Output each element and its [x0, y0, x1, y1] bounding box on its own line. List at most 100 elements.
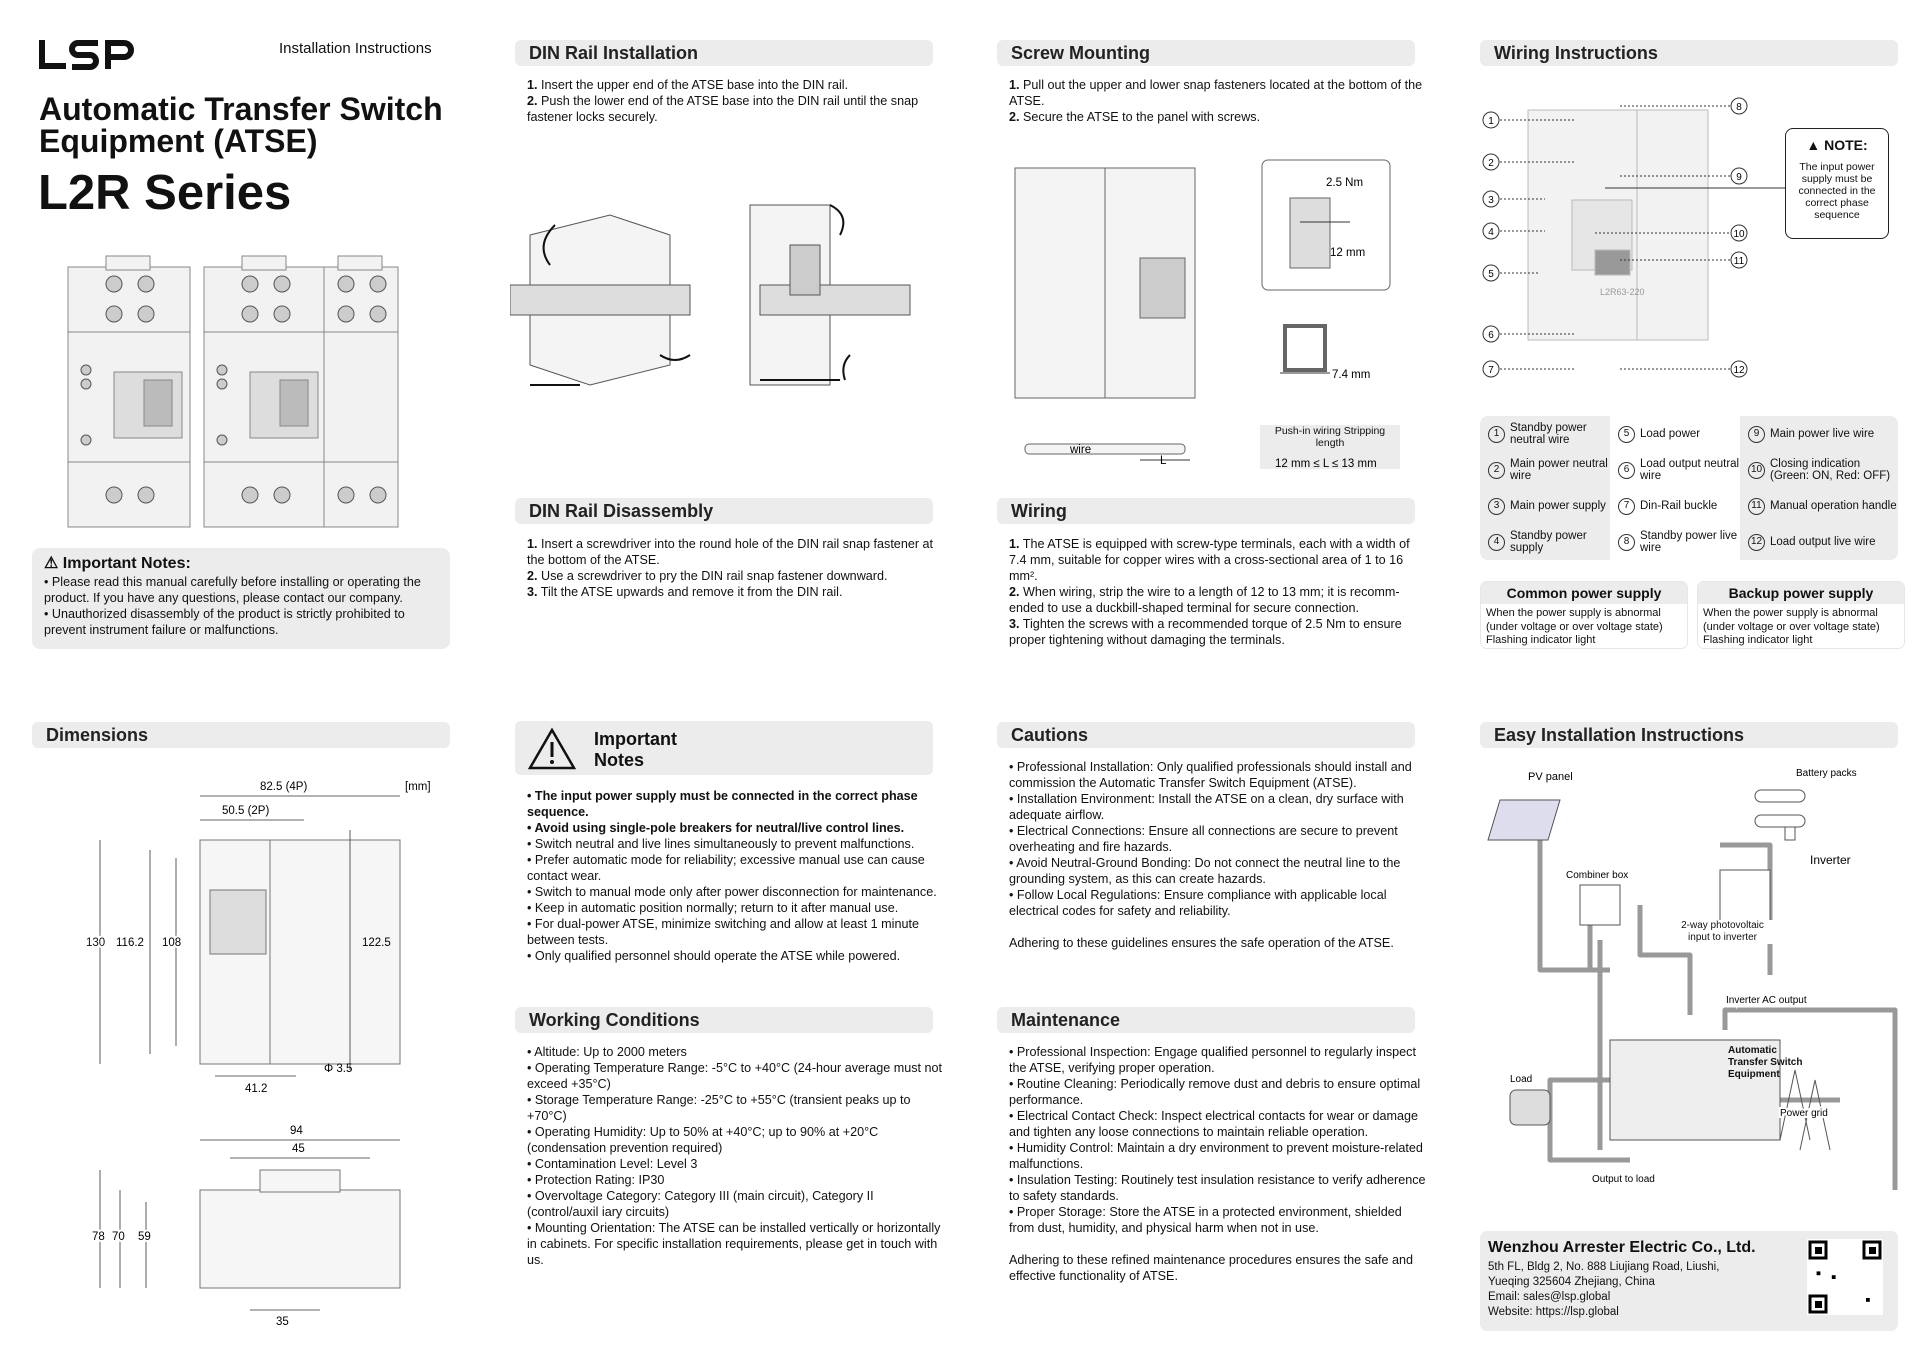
dim-width-2p: 50.5 (2P) — [222, 805, 269, 817]
step-num: 2. — [527, 94, 538, 108]
step-num: 2. — [527, 569, 538, 583]
step-text: Insert the upper end of the ATSE base in… — [537, 78, 849, 92]
step-num: 2. — [1009, 585, 1020, 599]
important-notes-list: • The input power supply must be connect… — [527, 788, 945, 964]
dim-78: 78 — [92, 1231, 105, 1243]
wiring-steps: 1. The ATSE is equipped with screw-type … — [1009, 536, 1427, 648]
legend-text: Standby power live wire — [1640, 530, 1738, 554]
caution-item: • Follow Local Regulations: Ensure compl… — [1009, 888, 1387, 918]
working-conditions-header: Working Conditions — [515, 1007, 933, 1033]
legend-text: Load output live wire — [1770, 536, 1876, 548]
legend-number: 3 — [1488, 497, 1505, 515]
series-title: L2R Series — [38, 166, 292, 220]
legend-number: 8 — [1618, 533, 1635, 551]
legend-item: 4 Standby power supply — [1480, 524, 1610, 560]
din-install-steps: 1. Insert the upper end of the ATSE base… — [527, 77, 945, 125]
phase-note: ▲ NOTE: The input power supply must be c… — [1785, 128, 1889, 239]
doc-title: Automatic Transfer Switch Equipment (ATS… — [39, 93, 443, 157]
condition-item: • Operating Temperature Range: -5°C to +… — [527, 1061, 943, 1091]
cautions-list: • Professional Installation: Only qualif… — [1009, 759, 1427, 951]
legend-text: Manual operation handle — [1770, 500, 1897, 512]
step-text: Use a screwdriver to pry the DIN rail sn… — [537, 569, 888, 583]
dim-h130: 130 — [86, 937, 105, 949]
caution-item: • Avoid Neutral-Ground Bonding: Do not c… — [1009, 856, 1401, 886]
screw-mounting-steps: 1. Pull out the upper and lower snap fas… — [1009, 77, 1427, 125]
warning-icon — [527, 727, 577, 770]
din-install-illustration — [510, 204, 911, 386]
legend-number: 4 — [1488, 533, 1505, 551]
callout-10: 10 — [1733, 229, 1745, 240]
warning-icon: ⚠ — [44, 555, 59, 572]
legend-text: Standby power supply — [1510, 530, 1587, 554]
dim-94: 94 — [290, 1125, 303, 1137]
dim-h116: 116.2 — [116, 937, 144, 949]
note-text: The input power supply must be connected… — [1798, 161, 1876, 221]
legend-item: 5 Load power — [1610, 416, 1740, 452]
important-notes-box: ⚠ Important Notes: • Please read this ma… — [32, 548, 450, 649]
depth-label: 12 mm — [1330, 247, 1365, 259]
callout-3: 3 — [1488, 195, 1494, 206]
wiring-diagram: 1 2 3 4 5 6 7 8 9 10 11 12 L2R63-220 — [1482, 97, 1785, 378]
caution-item: • Electrical Connections: Ensure all con… — [1009, 824, 1398, 854]
wire-label: wire — [1069, 444, 1091, 456]
company-name: Wenzhou Arrester Electric Co., Ltd. — [1488, 1239, 1756, 1256]
note-item: • Prefer automatic mode for reliability;… — [527, 853, 925, 883]
address-line-2: Yueqing 325604 Zhejiang, China — [1488, 1276, 1655, 1288]
grid-label: Power grid — [1780, 1108, 1828, 1119]
cautions-header: Cautions — [997, 722, 1415, 748]
backup-power-title: Backup power supply — [1698, 582, 1904, 604]
legend-number: 5 — [1618, 425, 1635, 443]
legend-number: 12 — [1748, 533, 1765, 551]
step-text: Secure the ATSE to the panel with screws… — [1019, 110, 1261, 124]
legend-text: Standby power neutral wire — [1510, 422, 1587, 446]
legend-text: Load power — [1640, 428, 1701, 440]
maintenance-footer: Adhering to these refined maintenance pr… — [1009, 1253, 1413, 1283]
step-text: Insert a screwdriver into the round hole… — [527, 537, 934, 567]
company-website[interactable]: Website: https://lsp.global — [1488, 1306, 1619, 1318]
callout-11: 11 — [1734, 256, 1745, 267]
product-front-views — [67, 255, 399, 528]
note-item: • Keep in automatic position normally; r… — [527, 901, 899, 915]
dim-70: 70 — [112, 1231, 125, 1243]
legend-number: 6 — [1618, 461, 1635, 479]
maintenance-item: • Electrical Contact Check: Inspect elec… — [1009, 1109, 1418, 1139]
dim-hole: Φ 3.5 — [324, 1063, 352, 1075]
maintenance-list: • Professional Inspection: Engage qualif… — [1009, 1044, 1427, 1284]
legend-number: 9 — [1748, 425, 1765, 443]
dim-59: 59 — [138, 1231, 151, 1243]
important-notes-title: ⚠ Important Notes: — [44, 556, 438, 572]
callout-6: 6 — [1488, 330, 1494, 341]
callout-9: 9 — [1736, 172, 1742, 183]
dim-unit: [mm] — [405, 781, 431, 793]
callout-7: 7 — [1488, 365, 1494, 376]
atse-label: Automatic Transfer Switch Equipment — [1728, 1045, 1803, 1080]
condition-item: • Altitude: Up to 2000 meters — [527, 1045, 687, 1059]
step-num: 1. — [1009, 537, 1020, 551]
note-item: • Switch neutral and live lines simultan… — [527, 837, 915, 851]
step-text: Tighten the screws with a recommended to… — [1009, 617, 1402, 647]
caution-item: • Professional Installation: Only qualif… — [1009, 760, 1412, 790]
load-label: Load — [1510, 1074, 1532, 1085]
legend-item: 12 Load output live wire — [1740, 524, 1898, 560]
company-email[interactable]: Email: sales@lsp.global — [1488, 1291, 1611, 1303]
legend-number: 2 — [1488, 461, 1505, 479]
legend-text: Load output neutral wire — [1640, 458, 1740, 482]
dim-45: 45 — [292, 1143, 305, 1155]
title-line-1: Automatic Transfer Switch — [39, 91, 443, 127]
maintenance-item: • Humidity Control: Maintain a dry envir… — [1009, 1141, 1423, 1171]
important-notes-title: Important Notes — [594, 729, 677, 770]
terminal-width-label: 7.4 mm — [1332, 369, 1370, 381]
dim-width-4p: 82.5 (4P) — [260, 781, 307, 793]
strip-range: 12 mm ≤ L ≤ 13 mm — [1275, 458, 1377, 470]
note-item: • For dual-power ATSE, minimize switchin… — [527, 917, 919, 947]
note-item: • Please read this manual carefully befo… — [44, 575, 421, 605]
pv-panel-label: PV panel — [1528, 771, 1573, 783]
